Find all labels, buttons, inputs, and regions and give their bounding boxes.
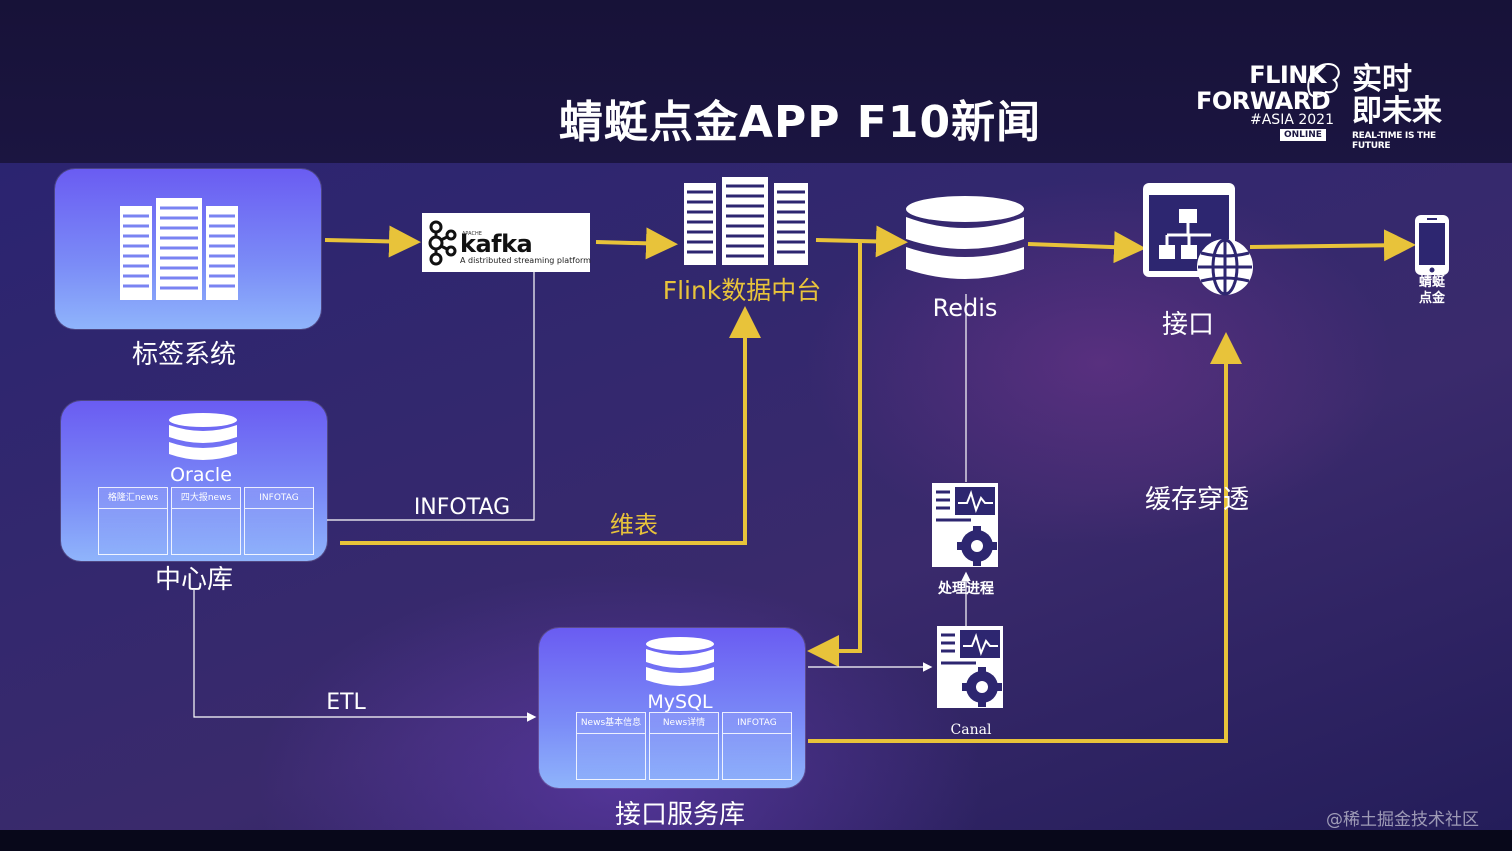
mysql-table-1: News基本信息 <box>576 712 646 780</box>
oracle-name: Oracle <box>170 464 232 486</box>
api-service-db-label: 接口服务库 <box>614 800 745 830</box>
edge-label-infotag: INFOTAG <box>413 495 511 520</box>
header-band <box>0 0 1512 163</box>
kafka-name: kafka <box>460 230 533 258</box>
oracle-table-2-header: 四大报news <box>172 488 240 509</box>
redis-db-icon <box>906 196 1024 279</box>
line-oracle-to-mysql-etl <box>193 590 537 722</box>
logo-cn-line1: 实时 <box>1352 62 1412 97</box>
canal-label: Canal <box>950 722 992 738</box>
mysql-table-1-header: News基本信息 <box>577 713 645 734</box>
kafka-logo: APACHE kafka A distributed streaming pla… <box>422 213 591 272</box>
slide-title: 蜻蜓点金APP F10新闻 <box>558 97 1042 148</box>
phone-icon <box>1415 215 1449 275</box>
api-label: 接口 <box>1161 310 1214 340</box>
center-db-label: 中心库 <box>154 565 233 595</box>
oracle-table-1: 格隆汇news <box>98 487 168 555</box>
server-rack-icon <box>120 198 238 300</box>
line-kafka-to-oracle <box>315 272 535 525</box>
flink-server-icon <box>684 177 808 265</box>
edge-label-cache-penetration: 缓存穿透 <box>1144 485 1249 515</box>
mysql-table-2-header: News详情 <box>650 713 718 734</box>
processor-label: 处理进程 <box>938 581 994 597</box>
logo-online-badge: ONLINE <box>1280 129 1326 141</box>
logo-tagline: REAL-TIME IS THE FUTURE <box>1352 131 1436 151</box>
footer-band <box>0 830 1512 851</box>
arrow-api-to-app <box>1249 229 1416 262</box>
arrow-kafka-to-flink <box>595 227 678 260</box>
app-label-line2: 点金 <box>1418 291 1445 306</box>
center-db-box <box>61 401 327 561</box>
mysql-table-3: INFOTAG <box>722 712 792 780</box>
logo-line1: FLINK <box>1249 61 1326 89</box>
oracle-table-3-header: INFOTAG <box>245 488 313 509</box>
arrow-oracle-to-flink-dim <box>340 306 761 545</box>
arrow-mysql-to-api-cache <box>808 332 1242 743</box>
arrow-redis-to-api <box>1027 231 1146 264</box>
arrow-flink-to-redis <box>815 225 908 258</box>
arrow-flink-to-mysql <box>807 243 862 667</box>
flink-label: Flink数据中台 <box>662 276 822 305</box>
api-service-db-box <box>539 628 805 788</box>
logo-text: FLINK FORWARD <box>1196 61 1331 114</box>
squirrel-icon <box>1307 62 1340 98</box>
kafka-apache-text: APACHE <box>462 231 482 237</box>
logo-cn-line2: 即未来 <box>1352 94 1442 129</box>
mysql-table-2: News详情 <box>649 712 719 780</box>
edge-label-etl: ETL <box>326 690 366 715</box>
tag-system-label: 标签系统 <box>131 340 236 370</box>
oracle-table-2: 四大报news <box>171 487 241 555</box>
oracle-db-icon <box>169 413 237 460</box>
canal-icon <box>937 626 1003 708</box>
api-network-icon <box>1143 183 1253 296</box>
edge-label-dim-table: 维表 <box>610 511 658 539</box>
watermark: @稀土掘金技术社区 <box>1326 810 1479 830</box>
mysql-name: MySQL <box>647 691 713 713</box>
kafka-icon <box>428 220 457 266</box>
processor-icon <box>932 483 998 567</box>
mysql-table-3-header: INFOTAG <box>723 713 791 734</box>
app-label-line1: 蜻蜓 <box>1418 275 1445 290</box>
oracle-table-3: INFOTAG <box>244 487 314 555</box>
logo-event: #ASIA 2021 <box>1250 112 1334 128</box>
logo-cn: 实时 即未来 <box>1352 64 1442 128</box>
kafka-subtitle: A distributed streaming platform <box>460 256 591 265</box>
flink-forward-logo: FLINK FORWARD #ASIA 2021 ONLINE 实时 即未来 R… <box>1196 58 1456 151</box>
oracle-table-1-header: 格隆汇news <box>99 488 167 509</box>
app-label: 蜻蜓 点金 <box>1408 275 1456 307</box>
mysql-db-icon <box>646 637 714 686</box>
redis-label: Redis <box>932 294 998 322</box>
arrow-tag-to-kafka <box>324 225 421 258</box>
